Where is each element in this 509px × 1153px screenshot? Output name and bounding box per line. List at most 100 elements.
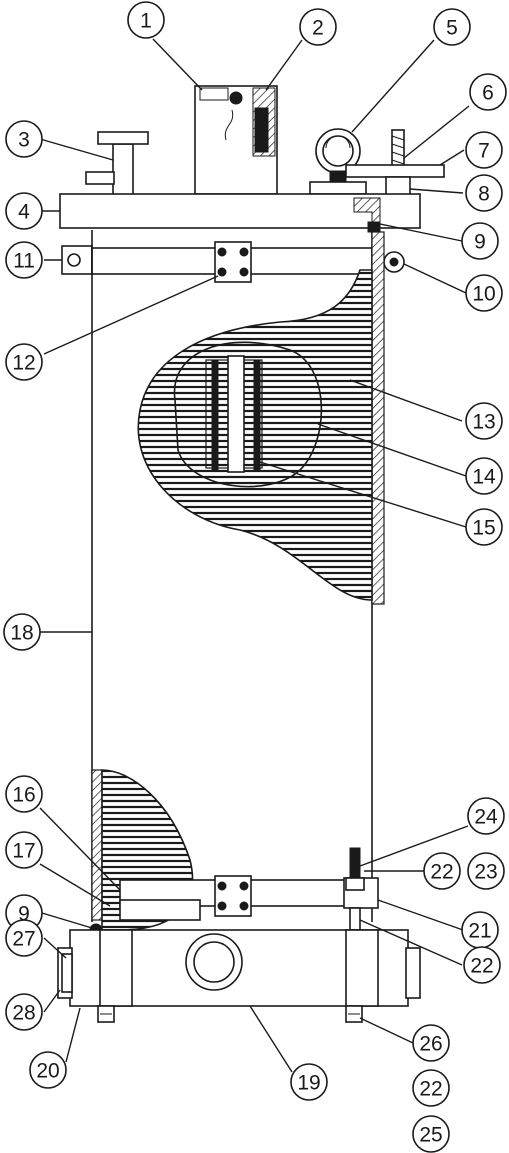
callout-c10: 10 [465,274,503,312]
callout-circle [5,343,43,381]
callout-c24: 24 [467,797,505,835]
callout-circle [423,852,461,890]
callout-label: 22 [419,1078,442,1101]
callout-c7: 7 [465,131,503,169]
callout-circle [290,1063,328,1101]
callout-label: 1 [140,10,152,33]
callout-label: 26 [419,1033,442,1056]
callout-circle [5,919,43,957]
callout-c3: 3 [5,120,43,158]
callout-label: 21 [468,920,491,943]
callout-circle [469,73,507,111]
callout-label: 24 [474,806,498,829]
callout-c22a: 22 [423,852,461,890]
callout-circle [412,1024,450,1062]
callout-circle [3,613,41,651]
callout-c15: 15 [465,508,503,546]
callout-label: 19 [297,1072,320,1095]
leader-lines [38,38,470,1073]
callout-c12: 12 [5,343,43,381]
callout-c14: 14 [465,457,503,495]
callout-label: 22 [470,955,493,978]
lower-band [89,847,379,937]
callout-label: 28 [12,1002,35,1025]
callout-label: 8 [478,183,490,206]
callout-circle [29,1051,67,1089]
callout-c23: 23 [467,852,505,890]
callout-label: 20 [36,1060,59,1083]
callout-label: 11 [13,250,35,273]
callout-c17: 17 [5,831,43,869]
callout-circle [465,508,503,546]
callout-label: 27 [12,928,35,951]
callout-circle [5,120,43,158]
callout-circle [465,174,503,212]
callout-circle [5,192,43,230]
callout-label: 3 [18,129,30,152]
callout-c28: 28 [5,993,43,1031]
callout-c19: 19 [290,1063,328,1101]
lid-plate [59,193,421,229]
inlet-pipe [194,85,278,195]
callout-label: 10 [472,283,495,306]
callout-circle [465,457,503,495]
callout-c11: 11 [5,241,43,279]
callout-c22c: 22 [412,1069,450,1107]
filter-element-cutaway [137,269,373,601]
callout-c20: 20 [29,1051,67,1089]
callout-circle [5,775,43,813]
callout-label: 23 [474,861,497,884]
callout-label: 4 [18,201,30,224]
callout-c5: 5 [433,8,471,46]
callout-label: 14 [472,466,496,489]
callout-circle [5,831,43,869]
callout-circle [127,1,165,39]
callout-c27: 27 [5,919,43,957]
callout-c1: 1 [127,1,165,39]
callout-c6: 6 [469,73,507,111]
callout-label: 6 [482,82,494,105]
callout-c13: 13 [465,402,503,440]
callout-label: 9 [18,903,30,926]
callout-label: 12 [12,352,35,375]
callout-c2: 2 [299,8,337,46]
callout-label: 9 [474,231,486,254]
callout-label: 17 [12,840,35,863]
callout-c8: 8 [465,174,503,212]
callout-circle [463,946,501,984]
callout-circle [465,274,503,312]
callout-circle [465,402,503,440]
callout-c18: 18 [3,613,41,651]
pressure-gauge [309,128,367,195]
callout-circle [467,852,505,890]
base-housing [57,929,421,1023]
callout-c9a: 9 [461,222,499,260]
callout-label: 25 [419,1124,442,1147]
callout-c22b: 22 [463,946,501,984]
callout-c4: 4 [5,192,43,230]
air-bleed-valve [85,131,149,197]
callout-c25: 25 [412,1115,450,1153]
callout-circle [465,131,503,169]
callout-label: 7 [478,140,490,163]
upper-band [61,241,373,283]
callout-circle [299,8,337,46]
callout-circle [412,1069,450,1107]
callout-circle [433,8,471,46]
callout-label: 5 [446,17,458,40]
callout-label: 15 [472,517,495,540]
callout-c16: 16 [5,775,43,813]
callout-label: 2 [312,17,324,40]
callout-circle [467,797,505,835]
callout-c21: 21 [461,911,499,949]
callout-label: 13 [472,411,495,434]
callout-circle [461,222,499,260]
callout-circle [5,241,43,279]
callout-circle [5,993,43,1031]
callout-label: 18 [10,622,33,645]
callout-c26: 26 [412,1024,450,1062]
callout-circle [412,1115,450,1153]
callout-label: 16 [12,784,35,807]
